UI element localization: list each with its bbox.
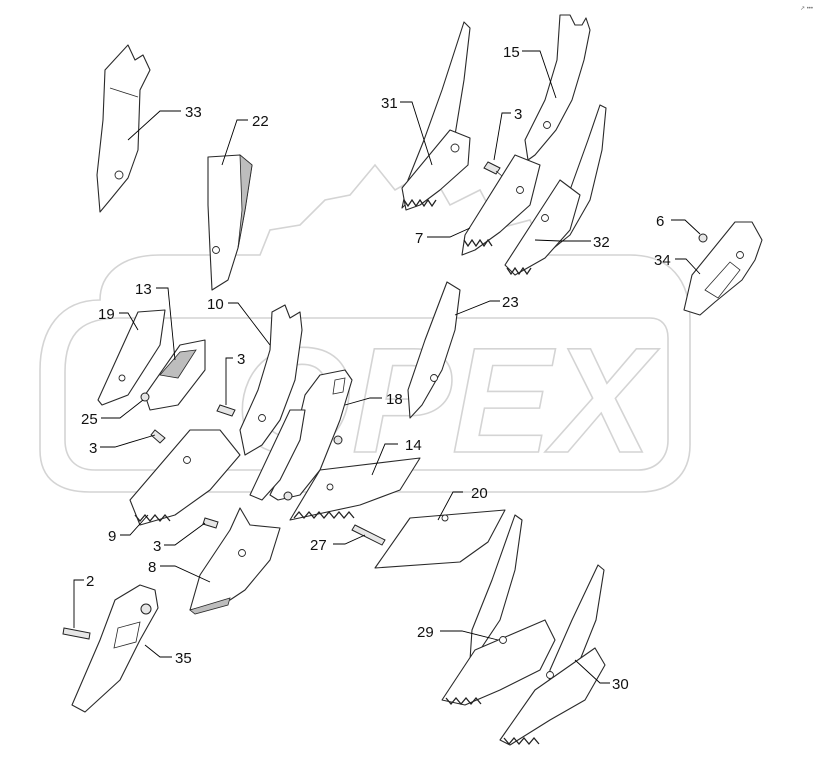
part-13-plate — [144, 339, 206, 411]
callout-8: 8 — [148, 559, 156, 576]
callout-33: 33 — [185, 104, 202, 121]
callout-3b: 3 — [237, 351, 245, 368]
callout-15: 15 — [503, 44, 520, 61]
callout-25: 25 — [81, 411, 98, 428]
bolt-3b — [216, 404, 236, 417]
bolt-6 — [698, 233, 708, 243]
callout-29: 29 — [417, 624, 434, 641]
callout-23: 23 — [502, 294, 519, 311]
callout-2: 2 — [86, 573, 94, 590]
part-35-frame — [71, 584, 159, 713]
bolt-27 — [351, 524, 386, 546]
part-33-cover — [96, 44, 151, 213]
callout-3a: 3 — [514, 106, 522, 123]
callout-labels: 33 22 31 15 3 7 32 6 34 13 19 10 3 23 18… — [81, 44, 671, 693]
callout-30: 30 — [612, 676, 629, 693]
part-19-plate — [97, 309, 166, 406]
bolt-3a — [483, 161, 503, 177]
callout-6: 6 — [656, 213, 664, 230]
callout-9: 9 — [108, 528, 116, 545]
part-29-share — [441, 514, 556, 706]
part-20-plate — [374, 509, 506, 569]
callout-20: 20 — [471, 485, 488, 502]
callout-7: 7 — [415, 230, 423, 247]
part-22-wear-plate — [207, 154, 253, 291]
bolt-25 — [140, 392, 150, 402]
bolt-3d — [202, 517, 219, 529]
bolt-2 — [62, 627, 91, 640]
callout-19: 19 — [98, 306, 115, 323]
part-18-bracket — [249, 369, 353, 501]
callout-13: 13 — [135, 281, 152, 298]
callout-35: 35 — [175, 650, 192, 667]
callout-18: 18 — [386, 391, 403, 408]
part-9-share — [129, 429, 241, 526]
part-10-shin — [239, 304, 303, 456]
callout-14: 14 — [405, 437, 422, 454]
callout-22: 22 — [252, 113, 269, 130]
part-31-share — [401, 21, 471, 211]
callout-31: 31 — [381, 95, 398, 112]
callout-27: 27 — [310, 537, 327, 554]
part-30-share — [499, 564, 606, 746]
callout-10: 10 — [207, 296, 224, 313]
callout-32: 32 — [593, 234, 610, 251]
callout-3d: 3 — [153, 538, 161, 555]
corner-mark: ↗ ••• — [800, 6, 813, 12]
part-32-share — [504, 104, 607, 276]
callout-3c: 3 — [89, 440, 97, 457]
bolt-3c — [150, 429, 166, 444]
callout-34: 34 — [654, 252, 671, 269]
part-15-shin — [524, 14, 591, 161]
part-7-share — [461, 154, 541, 256]
part-8-shin — [189, 507, 281, 615]
part-34-tip — [683, 221, 763, 316]
leader-lines — [73, 50, 701, 684]
part-23-plate — [407, 281, 461, 419]
part-14-share — [289, 457, 421, 521]
